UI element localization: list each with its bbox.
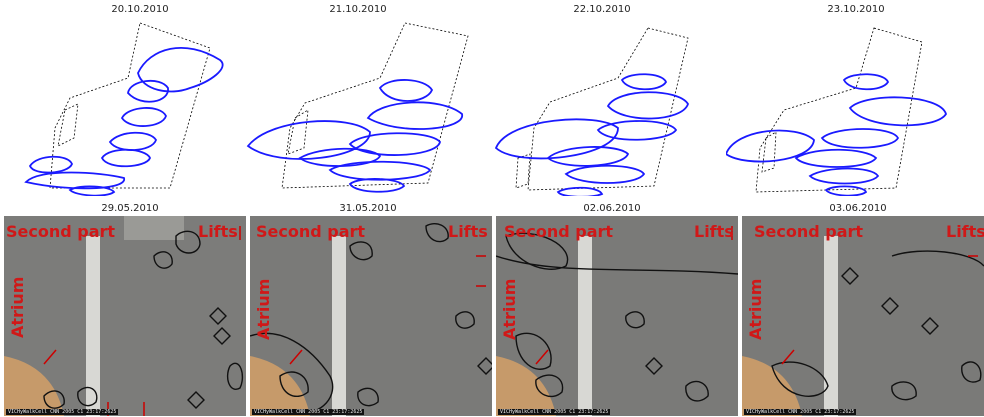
contour-group (246, 79, 463, 193)
label-atrium: Atrium (746, 278, 765, 340)
label-atrium: Atrium (8, 276, 27, 338)
bottom-date-label-3: 02.06.2010 (583, 203, 641, 214)
bottom-date-label-1: 29.05.2010 (101, 203, 159, 214)
contour-group (494, 73, 689, 198)
zone-outline-small (761, 131, 777, 173)
contour-diagram-2 (240, 18, 480, 196)
bottom-date-label-2: 31.05.2010 (339, 203, 397, 214)
zone-outline-small (515, 153, 531, 189)
contour-diagram-4 (724, 18, 966, 197)
label-atrium: Atrium (500, 278, 519, 340)
label-lifts: Lifts (694, 222, 734, 241)
top-date-label-2: 21.10.2010 (329, 4, 387, 15)
walkway-strip (332, 236, 346, 416)
label-second-part: Second part (754, 222, 864, 241)
camera-frame-4: Second part Lifts Atrium VICHyWalkCell C… (742, 216, 984, 416)
camera-caption: VICHyWalkCell CNN 2005 C1 23:17:2625 (252, 409, 365, 415)
zone-outline-small (287, 109, 309, 155)
zone-outline (527, 27, 689, 191)
contour-svg-1 (24, 22, 224, 197)
frame-drawing-1 (4, 216, 246, 416)
camera-caption: VICHyWalkCell CNN 2005 C1 23:17:2625 (744, 409, 857, 415)
contour-diagram-3 (488, 18, 728, 198)
contour-group (24, 46, 224, 197)
walkway-strip (824, 236, 838, 416)
label-lifts: Lifts (448, 222, 488, 241)
staircase (742, 356, 802, 416)
camera-frame-3: Second part Lifts Atrium VICHyWalkCell C… (496, 216, 738, 416)
contour-svg-3 (494, 27, 689, 198)
frame-drawing-2 (250, 216, 492, 416)
direction-arrows (781, 255, 978, 365)
trajectory-group (43, 230, 244, 409)
contour-group (724, 73, 947, 197)
zone-outline (755, 27, 923, 193)
label-atrium: Atrium (254, 278, 273, 340)
direction-arrows (289, 255, 486, 365)
camera-frame-2: Second part Lifts Atrium VICHyWalkCell C… (250, 216, 492, 416)
zone-outline-small (57, 103, 79, 147)
direction-arrows (535, 226, 733, 365)
contour-svg-4 (724, 27, 947, 197)
label-second-part: Second part (6, 222, 116, 241)
label-second-part: Second part (256, 222, 366, 241)
bottom-date-label-4: 03.06.2010 (829, 203, 887, 214)
camera-caption: VICHyWalkCell CNN 2005 C1 23:17:2625 (498, 409, 611, 415)
camera-frame-1: Second part Lifts Atrium VICHyWalkCell C… (4, 216, 246, 416)
contour-svg-2 (246, 22, 469, 193)
frame-drawing-3 (496, 216, 738, 416)
trajectory-group (496, 232, 738, 402)
top-date-label-4: 23.10.2010 (827, 4, 885, 15)
trajectory-group (250, 222, 492, 414)
frame-drawing-4 (742, 216, 984, 416)
zone-outline (49, 22, 211, 189)
top-date-label-3: 22.10.2010 (573, 4, 631, 15)
staircase (4, 356, 64, 416)
trajectory-group (771, 250, 984, 401)
staircase (496, 356, 556, 416)
label-lifts: Lifts (946, 222, 984, 241)
label-second-part: Second part (504, 222, 614, 241)
walkway-strip (86, 236, 100, 416)
top-date-label-1: 20.10.2010 (111, 4, 169, 15)
contour-diagram-1 (10, 18, 250, 197)
label-lifts: Lifts (198, 222, 238, 241)
walkway-strip (578, 236, 592, 416)
staircase (250, 356, 310, 416)
camera-caption: VICHyWalkCell CNN 2005 C1 23:17:2625 (6, 409, 119, 415)
